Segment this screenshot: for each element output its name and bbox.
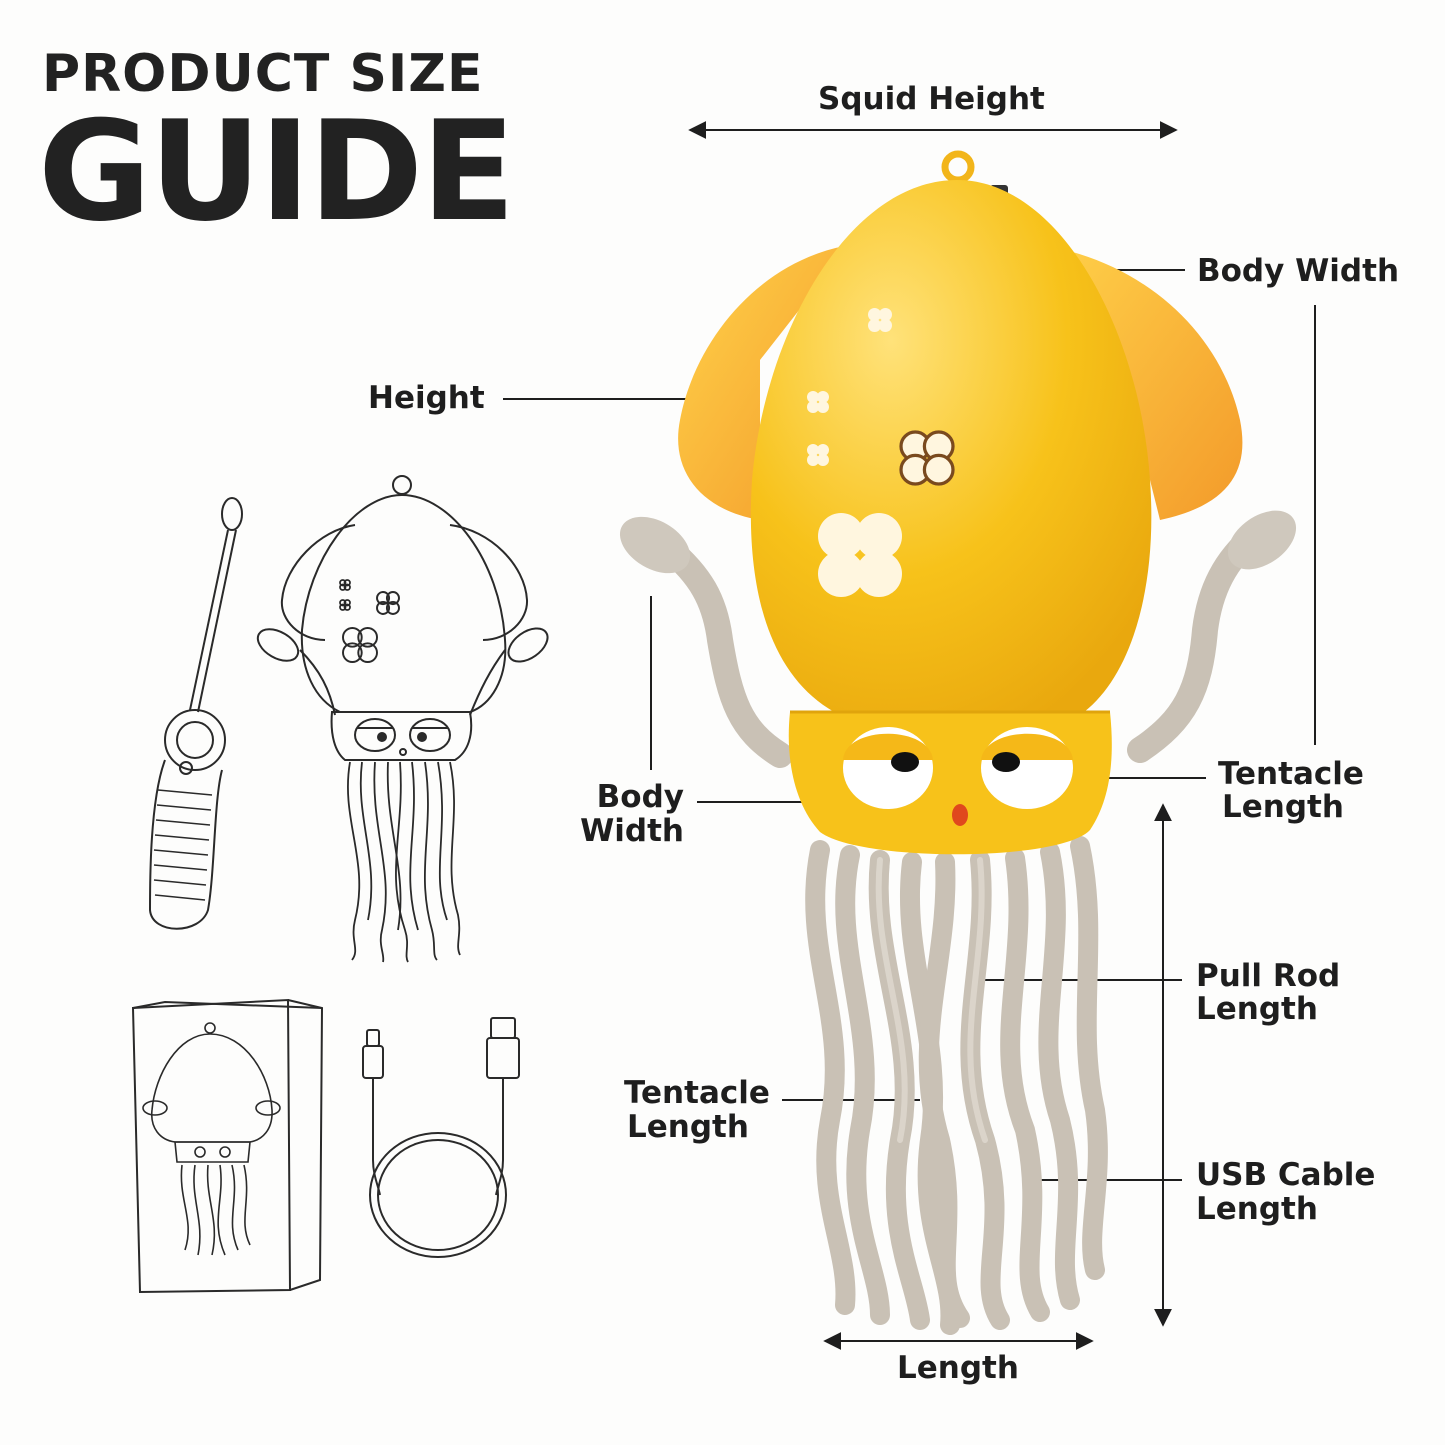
pull-rod-length-label-line1: Pull Rod [1196,958,1341,994]
squid-illustration [619,150,1297,1335]
usb-cable-length-label-line2: Length [1196,1191,1318,1227]
eyes [843,727,1073,826]
usb-cable-sketch [362,1017,520,1258]
tentacle-length-right-label-line2: Length [1222,789,1344,825]
body-width-label: Body Width [1197,253,1400,289]
height-label: Height [368,380,485,416]
squid-height-label: Squid Height [818,81,1045,117]
tentacle-length-left-label-line1: Tentacle [624,1075,770,1111]
box-sketch [131,998,324,1294]
pull-rod-length-label-line2: Length [1196,991,1318,1027]
tentacles [805,836,1108,1335]
length-label: Length [897,1350,1019,1386]
title-product-size: PRODUCT SIZE [42,44,484,104]
squid-sketch [256,475,549,963]
usb-cable-length-label-line1: USB Cable [1196,1157,1376,1193]
body-width-left-label-line1: Body [596,779,684,815]
body-width-left-label-line2: Width [580,813,684,849]
title-guide: GUIDE [38,91,515,252]
left-fin [678,245,850,520]
pull-rod-sketch [148,497,243,930]
dimension-lines [503,121,1316,1350]
tentacle-length-right-label-line1: Tentacle [1218,756,1364,792]
arms [619,510,1297,768]
tentacle-length-left-label-line2: Length [627,1109,749,1145]
